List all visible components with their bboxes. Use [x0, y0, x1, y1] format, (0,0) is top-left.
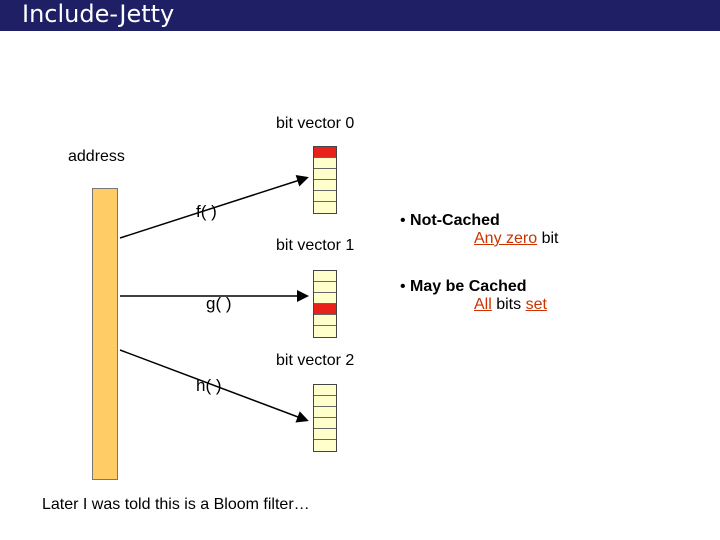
bit-clear: [314, 385, 336, 396]
bullet-may-be-cached: • May be Cached: [400, 278, 558, 296]
f-arrow: [119, 175, 309, 239]
bit-clear: [314, 180, 336, 191]
bit-clear: [314, 271, 336, 282]
bit-clear: [314, 202, 336, 213]
bit-clear: [314, 169, 336, 180]
bit-clear: [314, 407, 336, 418]
any-zero: Any zero: [474, 230, 538, 247]
bullet-dot: •: [400, 278, 411, 295]
bit-clear: [314, 429, 336, 440]
bit-vector-0: [313, 146, 337, 214]
bit-vector-1-label: bit vector 1: [276, 237, 355, 254]
bit-clear: [314, 293, 336, 304]
hash-f: f( ): [196, 202, 217, 221]
bullet-dot: •: [400, 212, 411, 229]
bloom-filter-note: Later I was told this is a Bloom filter…: [42, 496, 310, 513]
bit-vector-2: [313, 384, 337, 452]
all-word: All: [474, 296, 492, 313]
bit-set: [314, 147, 336, 158]
bit-clear: [314, 440, 336, 451]
slide-title: Include-Jetty: [22, 0, 175, 28]
bullet-heading: Not-Cached: [410, 212, 500, 229]
bit-clear: [314, 326, 336, 337]
bit-clear: [314, 396, 336, 407]
bit-clear: [314, 315, 336, 326]
address-label: address: [68, 148, 125, 165]
bullet-not-cached: • Not-Cached: [400, 212, 558, 230]
bits-word: bits: [491, 296, 526, 313]
set-word: set: [525, 296, 547, 313]
bullet-heading: May be Cached: [410, 278, 527, 295]
bit-clear: [314, 191, 336, 202]
address-register: [92, 188, 118, 480]
bullet-sub: All bits set: [474, 296, 558, 314]
bullet-list: • Not-Cached Any zero bit • May be Cache…: [400, 212, 558, 314]
bit-word: bit: [537, 230, 559, 247]
bullet-sub: Any zero bit: [474, 230, 558, 248]
bit-set: [314, 304, 336, 315]
bit-clear: [314, 158, 336, 169]
hash-g: g( ): [206, 294, 232, 313]
bit-vector-2-label: bit vector 2: [276, 352, 355, 369]
h-arrow: [119, 349, 309, 423]
bit-vector-1: [313, 270, 337, 338]
bit-vector-0-label: bit vector 0: [276, 115, 355, 132]
title-bar: [0, 0, 720, 31]
bit-clear: [314, 282, 336, 293]
hash-h: h( ): [196, 376, 222, 395]
bit-clear: [314, 418, 336, 429]
